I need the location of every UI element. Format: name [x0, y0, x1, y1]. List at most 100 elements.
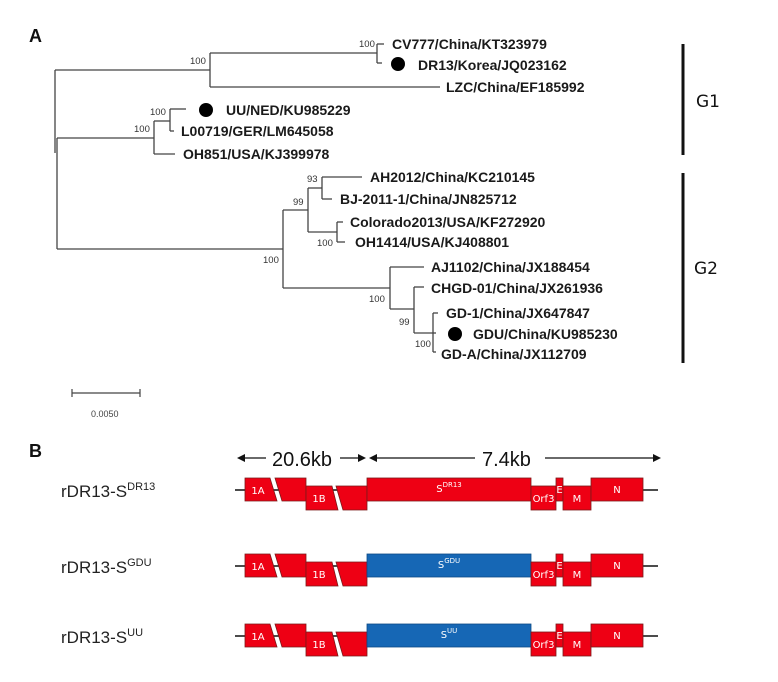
taxon-label: GDU/China/KU985230 — [473, 326, 618, 342]
bootstrap-values: 100 100 100 100 93 99 100 100 100 99 100 — [134, 39, 431, 350]
gene-e-label-main: E — [556, 485, 562, 496]
taxon-label: GD-A/China/JX112709 — [441, 346, 587, 362]
taxon-label: CHGD-01/China/JX261936 — [431, 280, 603, 296]
gene-n-block — [590, 553, 644, 578]
bootstrap-label: 99 — [293, 197, 304, 208]
bootstrap-label: 100 — [369, 294, 385, 305]
gene-1b-label: 1B — [312, 570, 325, 581]
taxon-label: CV777/China/KT323979 — [392, 36, 547, 52]
gene-orf3-label-main: Orf3 — [533, 494, 555, 505]
scale-bar-label: 0.0050 — [91, 409, 119, 419]
construct-name: rDR13-SUU — [61, 627, 143, 647]
gene-orf3-label: Orf3 — [533, 494, 555, 505]
gene-1b-block — [305, 561, 339, 587]
phylogenetic-tree — [54, 43, 440, 353]
gene-e-label-main: E — [556, 631, 562, 642]
gene-e-label: E — [556, 485, 562, 496]
gene-m-label-main: M — [573, 640, 582, 651]
gene-orf3-label-main: Orf3 — [533, 570, 555, 581]
length-label-right: 7.4kb — [482, 449, 531, 471]
gene-1b-block — [305, 485, 339, 511]
gene-e-label: E — [556, 631, 562, 642]
taxon-label: LZC/China/EF185992 — [446, 79, 585, 95]
marked-strain-dot-icon — [199, 103, 213, 117]
gene-s-label: SDR13 — [436, 481, 462, 495]
gene-m-label-main: M — [573, 494, 582, 505]
gene-orf3-label: Orf3 — [533, 570, 555, 581]
bootstrap-label: 100 — [317, 238, 333, 249]
gene-e-label-main: E — [556, 561, 562, 572]
taxon-label: UU/NED/KU985229 — [226, 102, 351, 118]
bootstrap-label: 100 — [415, 339, 431, 350]
gene-e-label: E — [556, 561, 562, 572]
group-g1-label: G1 — [696, 92, 720, 112]
bootstrap-label: 100 — [359, 39, 375, 50]
construct-name-main: rDR13-S — [61, 482, 127, 501]
taxon-labels: CV777/China/KT323979 DR13/Korea/JQ023162… — [181, 36, 618, 362]
taxon-label: OH1414/USA/KJ408801 — [355, 234, 509, 250]
group-g2-label: G2 — [694, 259, 718, 279]
taxon-label: L00719/GER/LM645058 — [181, 123, 334, 139]
gene-s-label: SGDU — [438, 557, 460, 571]
gene-m-label-main: M — [573, 570, 582, 581]
gene-m-block — [562, 561, 592, 587]
construct-name-sup: UU — [127, 627, 143, 639]
taxon-label: AH2012/China/KC210145 — [370, 169, 535, 185]
scale-bar: 0.0050 — [71, 389, 141, 419]
gene-1b-continuation-block — [335, 485, 368, 511]
arrow-left-icon — [237, 454, 245, 462]
gene-n-label: N — [613, 561, 620, 572]
gene-1b-label: 1B — [312, 640, 325, 651]
length-label-left: 20.6kb — [272, 449, 332, 471]
construct-name: rDR13-SGDU — [61, 557, 152, 577]
bootstrap-label: 100 — [134, 124, 150, 135]
gene-orf3-block — [530, 561, 557, 587]
taxon-label: DR13/Korea/JQ023162 — [418, 57, 567, 73]
gene-s-label: SUU — [441, 627, 458, 641]
gene-m-label: M — [573, 640, 582, 651]
gene-1b-label-main: 1B — [312, 570, 325, 581]
gene-s-label-sup: GDU — [444, 557, 460, 565]
bootstrap-label: 100 — [150, 107, 166, 118]
gene-1b-continuation-block — [335, 561, 368, 587]
construct-name: rDR13-SDR13 — [61, 481, 155, 501]
gene-orf3-label: Orf3 — [533, 640, 555, 651]
taxon-label: GD-1/China/JX647847 — [446, 305, 590, 321]
gene-n-label-main: N — [613, 485, 620, 496]
construct-name-sup: DR13 — [127, 481, 155, 493]
gene-1a-label-main: 1A — [251, 486, 264, 497]
construct-name-sup: GDU — [127, 557, 152, 569]
gene-1a-continuation-block — [274, 477, 307, 502]
marked-strain-dot-icon — [391, 57, 405, 71]
gene-s-label-main: S — [438, 560, 444, 571]
gene-orf3-label-main: Orf3 — [533, 640, 555, 651]
gene-m-label: M — [573, 494, 582, 505]
gene-1b-label-main: 1B — [312, 640, 325, 651]
arrow-right-icon — [358, 454, 366, 462]
length-annotation: 20.6kb 7.4kb — [237, 449, 661, 471]
gene-s-label-main: S — [436, 484, 442, 495]
gene-m-label: M — [573, 570, 582, 581]
taxon-label: Colorado2013/USA/KF272920 — [350, 214, 546, 230]
taxon-label: OH851/USA/KJ399978 — [183, 146, 330, 162]
panel-b-letter: B — [29, 441, 42, 461]
bootstrap-label: 93 — [307, 174, 318, 185]
bootstrap-label: 99 — [399, 317, 410, 328]
gene-1b-label: 1B — [312, 494, 325, 505]
gene-1b-label-main: 1B — [312, 494, 325, 505]
taxon-label: BJ-2011-1/China/JN825712 — [340, 191, 517, 207]
gene-m-block — [562, 631, 592, 657]
gene-1a-label-main: 1A — [251, 632, 264, 643]
gene-n-label: N — [613, 485, 620, 496]
panel-a-letter: A — [29, 26, 42, 46]
gene-1a-label-main: 1A — [251, 562, 264, 573]
taxon-label: AJ1102/China/JX188454 — [431, 259, 590, 275]
gene-1b-block — [305, 631, 339, 657]
gene-n-label-main: N — [613, 631, 620, 642]
gene-orf3-block — [530, 485, 557, 511]
